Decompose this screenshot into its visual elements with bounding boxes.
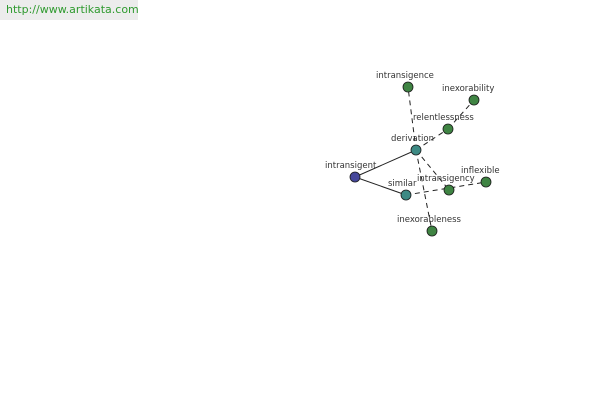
node-label-inexorableness[interactable]: inexorableness xyxy=(397,215,462,225)
node-label-relentlessness[interactable]: relentlessness xyxy=(413,113,474,123)
edge-derivation-relentlessness xyxy=(415,128,449,151)
node-intransigent[interactable] xyxy=(349,171,361,183)
node-inexorability[interactable] xyxy=(468,94,480,106)
node-intransigence[interactable] xyxy=(402,81,414,93)
node-label-derivation[interactable]: derivation xyxy=(391,134,434,144)
node-inflexible[interactable] xyxy=(480,176,492,188)
edge-derivation-inexorableness xyxy=(415,149,433,232)
graph-labels: intransigentderivationsimilarintransigen… xyxy=(325,71,500,225)
node-label-inexorability[interactable]: inexorability xyxy=(442,84,494,94)
node-label-intransigence[interactable]: intransigence xyxy=(376,71,434,81)
node-relentlessness[interactable] xyxy=(442,123,454,135)
edge-derivation-intransigence xyxy=(407,86,417,151)
node-label-similar[interactable]: similar xyxy=(388,179,417,189)
node-inexorableness[interactable] xyxy=(426,225,438,237)
edge-derivation-intransigency xyxy=(415,149,450,191)
edge-intransigent-derivation xyxy=(354,149,417,178)
edge-intransigent-similar xyxy=(354,176,407,196)
node-intransigency[interactable] xyxy=(443,184,455,196)
graph-edges xyxy=(354,86,487,232)
node-label-intransigency[interactable]: intransigency xyxy=(417,174,475,184)
graph-nodes xyxy=(349,81,492,237)
edge-relentlessness-inexorability xyxy=(447,99,475,130)
node-derivation[interactable] xyxy=(410,144,422,156)
node-similar[interactable] xyxy=(400,189,412,201)
source-url[interactable]: http://www.artikata.com xyxy=(0,0,139,20)
node-label-inflexible[interactable]: inflexible xyxy=(461,166,500,176)
node-label-intransigent[interactable]: intransigent xyxy=(325,161,377,171)
